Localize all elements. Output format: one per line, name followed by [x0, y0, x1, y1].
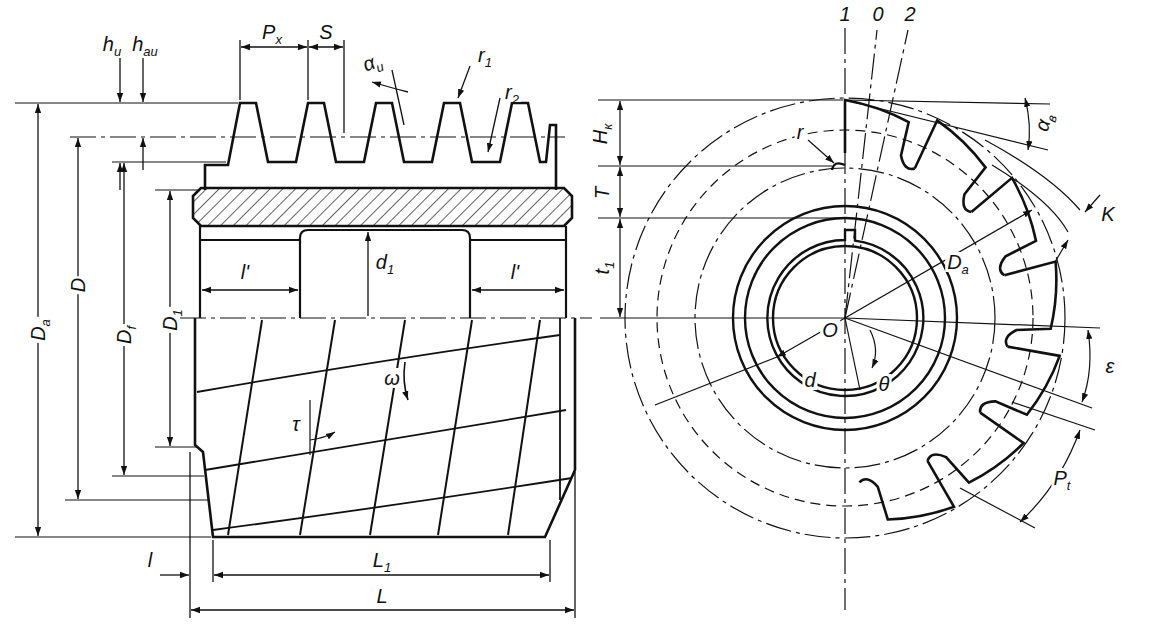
dimension-label: Da [28, 317, 48, 343]
dimension-label: Pt [1052, 468, 1073, 488]
dimension-label: l' [239, 262, 251, 282]
dimension-label: hau [130, 34, 160, 54]
dimension-label: αu [358, 49, 386, 76]
dimension-label: l' [509, 262, 521, 282]
dimension-label: ω [382, 368, 402, 388]
dimension-label: D [68, 276, 88, 294]
dimension-label: L [374, 586, 389, 606]
dimension-label: Hк [590, 122, 610, 147]
dimension-label: K [1099, 204, 1116, 224]
dimension-label: S [317, 22, 334, 42]
dimension-label: τ [290, 414, 301, 434]
dimension-label: αв [1030, 109, 1055, 136]
dimension-label: T [592, 185, 612, 201]
dimension-label: L1 [371, 550, 393, 570]
dimension-label: d [802, 370, 817, 390]
dimension-label: 0 [870, 4, 885, 24]
dimension-label: ε [1104, 356, 1117, 376]
dimension-label: 1 [837, 4, 852, 24]
dimension-label: r2 [503, 82, 521, 102]
dimension-label: t1 [592, 260, 612, 277]
dimension-label: Px [260, 22, 284, 42]
dimension-label: r [795, 122, 806, 142]
dimension-label: d1 [374, 252, 396, 272]
dimension-label: hu [101, 34, 123, 54]
dimension-label: 2 [902, 4, 917, 24]
dimension-label: Df [114, 324, 134, 346]
dimension-label: r1 [476, 45, 494, 65]
dimension-label: l [146, 550, 154, 570]
dimension-label: O [820, 320, 840, 340]
dimension-label: Da [945, 252, 971, 272]
dimension-label: D1 [160, 307, 180, 333]
dimension-label: θ [877, 374, 892, 394]
